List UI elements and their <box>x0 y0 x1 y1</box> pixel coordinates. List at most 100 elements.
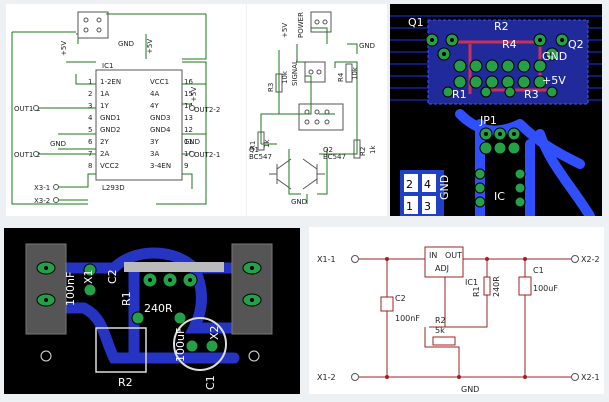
ic-pin-right: 3A <box>150 150 159 158</box>
ic-pin-left: 1Y <box>100 102 109 110</box>
pcb-label-c1: C1 <box>204 375 217 390</box>
out1-2-label: OUT1-2 <box>14 151 40 159</box>
ic1-label: IC1 <box>465 278 478 287</box>
out-label: OUT <box>445 251 462 260</box>
ic-pin-left: GND2 <box>100 126 121 134</box>
ic-pin-right: 3Y <box>150 138 159 146</box>
gnd-label-2: GND <box>50 140 66 148</box>
pcb-label-jp1: JP1 <box>479 114 497 127</box>
ic-pin-number: 2 <box>88 90 92 98</box>
r1-value: 240R <box>492 276 501 297</box>
x2-2-label: X2-2 <box>581 255 600 264</box>
ic-pin-number: 9 <box>184 162 188 170</box>
pcb-pin-2: 2 <box>406 178 413 191</box>
gnd-label-3: GND <box>184 138 200 146</box>
ic-pin-number: 4 <box>88 114 93 122</box>
ic-pin-number: 5 <box>88 126 92 134</box>
x3-1-label: X3-1 <box>34 184 50 192</box>
ic-pin-number: 8 <box>88 162 92 170</box>
ic-pin-number: 12 <box>184 126 193 134</box>
ic-pin-left: VCC2 <box>100 162 119 170</box>
pcb-label-240r: 240R <box>144 302 173 315</box>
pcb-label-r1: R1 <box>120 291 133 306</box>
gnd-label: GND <box>359 42 375 50</box>
ic-pin-left: 2A <box>100 150 109 158</box>
gnd-label: GND <box>118 40 134 48</box>
ic-pin-number: 11 <box>184 138 193 146</box>
ic-pin-right: GND3 <box>150 114 171 122</box>
ic-pin-right: 4A <box>150 90 159 98</box>
r3-label: R3 <box>267 83 275 92</box>
pcb-label-c2: C2 <box>106 269 119 284</box>
transistor-schematic-panel: POWER SIGNAL +5V GND GND R3 10k R4 10k R… <box>247 4 387 216</box>
plus5v-label: +5V <box>281 23 289 38</box>
pcb-top-panel: Q1 R2 R4 Q2 GND +5V R1 R3 JP1 GND IC 2 4… <box>390 4 602 216</box>
pcb-label-gnd-2: GND <box>438 175 451 200</box>
pcb-label-q2: Q2 <box>568 38 584 51</box>
plus5v-label: +5V <box>60 41 68 56</box>
plus5v-label-2: +5V <box>146 39 154 54</box>
pcb-label-r4: R4 <box>502 38 517 51</box>
pcb-label-plus5v: +5V <box>542 74 566 87</box>
ic-pin-left: 2Y <box>100 138 109 146</box>
regulator-schematic-panel: X1-1 X1-2 X2-2 X2-1 IN OUT ADJ IC1 R1 24… <box>309 227 604 394</box>
ic-pin-right: GND4 <box>150 126 171 134</box>
pcb-label-r2: R2 <box>118 376 133 389</box>
r2-value: 1k <box>369 145 377 154</box>
power-label: POWER <box>297 12 305 38</box>
pcb-pin-1: 1 <box>406 200 413 213</box>
pcb-label-100uf: 100uF <box>174 328 187 362</box>
ic-pin-left: 1-2EN <box>100 78 121 86</box>
ic-pin-left: GND1 <box>100 114 121 122</box>
r2-value: 5k <box>435 326 445 335</box>
pcb-label-x2: X2 <box>208 325 221 340</box>
r2-label: R2 <box>435 316 446 325</box>
q2-label: Q2 <box>323 146 333 154</box>
pcb-label-ic: IC <box>494 190 505 203</box>
ic-pin-number: 10 <box>184 150 193 158</box>
ic-pin-number: 1 <box>88 78 92 86</box>
ic-pin-number: 7 <box>88 150 92 158</box>
x3-2-label: X3-2 <box>34 197 50 205</box>
ic-pin-left: 1A <box>100 90 109 98</box>
ic-pin-right: 4Y <box>150 102 159 110</box>
r2-label: R2 <box>359 147 367 156</box>
pcb-label-100nf: 100nF <box>64 272 77 306</box>
r4-value: 10k <box>351 66 359 80</box>
pcb-label-q1: Q1 <box>408 16 424 29</box>
gnd-label-2: GND <box>291 198 307 206</box>
x1-1-label: X1-1 <box>317 255 336 264</box>
ic-pin-number: 13 <box>184 114 193 122</box>
q1-label: Q1 <box>249 146 259 154</box>
pcb-label-r3: R3 <box>524 88 539 101</box>
r4-label: R4 <box>337 72 345 82</box>
c1-label: C1 <box>533 266 544 275</box>
x2-1-label: X2-1 <box>581 373 600 382</box>
c1-value: 100uF <box>533 284 558 293</box>
ic-pin-number: 16 <box>184 78 193 86</box>
plus5v-label-3: +5V <box>190 87 198 102</box>
pcb-label-x1: X1 <box>82 269 95 284</box>
r1-label: R1 <box>472 286 481 297</box>
in-label: IN <box>429 251 437 260</box>
x1-2-label: X1-2 <box>317 373 336 382</box>
q2-name: BC547 <box>323 153 346 161</box>
ic-pin-number: 6 <box>88 138 93 146</box>
ic-label: IC1 <box>102 62 113 70</box>
pcb-pin-3: 3 <box>424 200 431 213</box>
c2-label: C2 <box>395 294 406 303</box>
gnd-label: GND <box>461 385 479 394</box>
ic-pin-number: 3 <box>88 102 92 110</box>
ic-pin-right: 3-4EN <box>150 162 171 170</box>
c2-value: 100nF <box>395 314 420 323</box>
q1-name: BC547 <box>249 153 272 161</box>
r1-label: R1 <box>249 141 257 150</box>
pcb-label-r1: R1 <box>452 88 467 101</box>
ic-name: L293D <box>102 184 125 192</box>
out2-2-label: OUT2-2 <box>194 106 220 114</box>
signal-label: SIGNAL <box>291 60 299 86</box>
out2-1-label: OUT2-1 <box>194 151 220 159</box>
pcb-label-r2: R2 <box>494 20 509 33</box>
r3-value: 10k <box>281 70 289 84</box>
